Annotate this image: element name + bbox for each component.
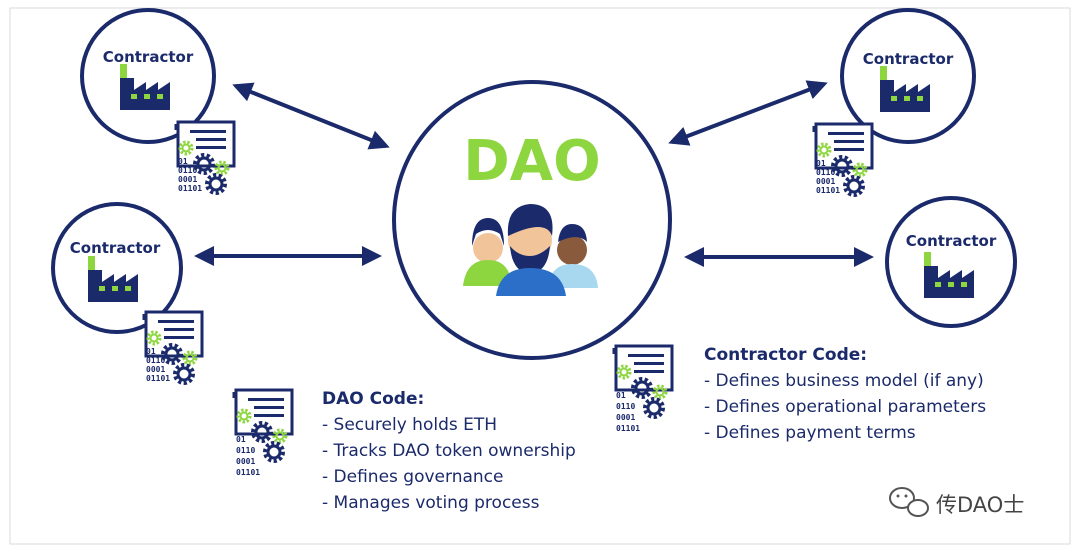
contractor-node-mid-right: Contractor xyxy=(885,196,1017,328)
svg-text:01101: 01101 xyxy=(816,186,840,195)
svg-text:01: 01 xyxy=(816,159,826,168)
svg-text:0110: 0110 xyxy=(236,446,255,455)
svg-text:0001: 0001 xyxy=(178,175,197,184)
contractor-code-title: Contractor Code: xyxy=(704,345,867,365)
svg-text:0110: 0110 xyxy=(616,402,635,411)
svg-text:01101: 01101 xyxy=(178,184,202,193)
code-document-icon: 01 0110 0001 01101 xyxy=(234,390,292,477)
svg-text:0001: 0001 xyxy=(616,413,635,422)
contractor-label: Contractor xyxy=(70,239,161,257)
contractor-label: Contractor xyxy=(863,50,954,68)
contractor-code-item: - Defines payment terms xyxy=(704,423,916,443)
people-icon xyxy=(463,204,598,296)
dao-code-description: DAO Code: - Securely holds ETH - Tracks … xyxy=(322,389,576,513)
svg-text:0001: 0001 xyxy=(236,457,255,466)
dao-code-item: - Defines governance xyxy=(322,467,503,487)
dao-code-item: - Manages voting process xyxy=(322,493,540,513)
code-document-icon: 01 0110 0001 01101 xyxy=(814,124,872,195)
dao-node: DAO xyxy=(392,80,672,360)
svg-text:01101: 01101 xyxy=(616,424,640,433)
svg-text:0110: 0110 xyxy=(816,168,835,177)
svg-text:01: 01 xyxy=(178,157,188,166)
dao-code-item: - Securely holds ETH xyxy=(322,415,497,435)
contractor-code-item: - Defines operational parameters xyxy=(704,397,986,417)
arrow-top-left xyxy=(232,82,390,150)
contractor-label: Contractor xyxy=(103,48,194,66)
code-document-icon: 01 0110 0001 01101 xyxy=(176,122,234,193)
dao-code-item: - Tracks DAO token ownership xyxy=(322,441,576,461)
svg-text:0001: 0001 xyxy=(146,365,165,374)
svg-text:01101: 01101 xyxy=(146,374,170,383)
connector-arrows xyxy=(194,80,874,267)
svg-text:0001: 0001 xyxy=(816,177,835,186)
svg-text:01101: 01101 xyxy=(236,468,260,477)
contractor-code-item: - Defines business model (if any) xyxy=(704,371,984,391)
svg-text:01: 01 xyxy=(616,391,626,400)
code-document-icon: 01 0110 0001 01101 xyxy=(614,346,672,433)
svg-text:01: 01 xyxy=(236,435,246,444)
contractor-label: Contractor xyxy=(906,232,997,250)
svg-text:0110: 0110 xyxy=(178,166,197,175)
watermark-text: 传DAO士 xyxy=(936,493,1024,517)
svg-text:0110: 0110 xyxy=(146,356,165,365)
svg-text:01: 01 xyxy=(146,347,156,356)
wechat-icon xyxy=(889,487,929,517)
watermark: 传DAO士 xyxy=(889,487,1024,517)
arrow-top-right xyxy=(668,80,828,146)
dao-code-title: DAO Code: xyxy=(322,389,424,409)
contractor-code-description: Contractor Code: - Defines business mode… xyxy=(704,345,986,443)
contractor-node-top-left: Contractor xyxy=(80,8,216,144)
contractor-node-top-right: Contractor xyxy=(840,8,976,144)
code-document-icon: 01 0110 0001 01101 xyxy=(144,312,202,383)
dao-title: DAO xyxy=(463,129,600,194)
contractor-node-mid-left: Contractor xyxy=(51,202,183,334)
